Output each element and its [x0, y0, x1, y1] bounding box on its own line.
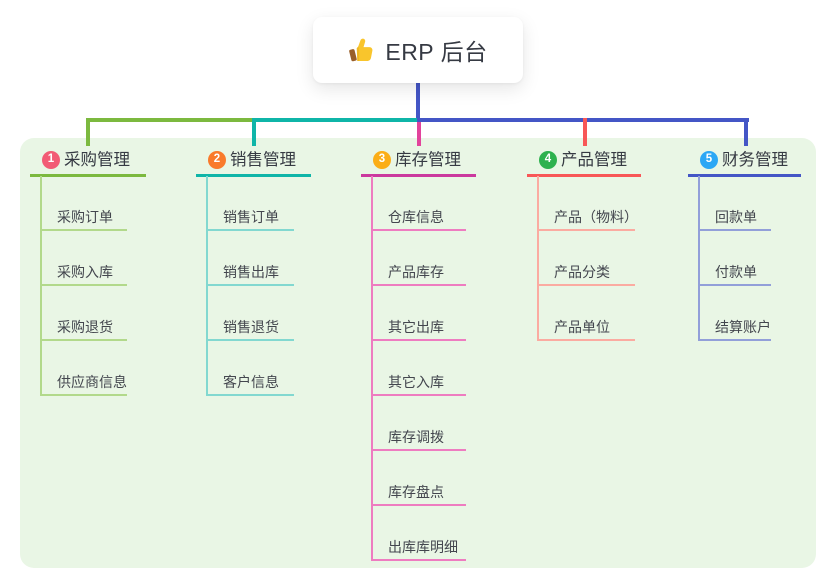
branch-badge: 1 [42, 151, 60, 169]
child-underline [371, 449, 466, 451]
child-underline [371, 284, 466, 286]
child-underline [40, 394, 127, 396]
child-node-label[interactable]: 产品（物料） [554, 209, 638, 225]
branch-underline [527, 174, 641, 177]
children-spine-line [206, 176, 208, 396]
branch-drop-line [744, 118, 748, 146]
child-node-label[interactable]: 客户信息 [223, 374, 279, 390]
branch-node-label[interactable]: 产品管理 [561, 151, 627, 169]
child-node-label[interactable]: 采购退货 [57, 319, 113, 335]
root-stem-line [416, 83, 420, 122]
branch-node-label[interactable]: 库存管理 [395, 151, 461, 169]
child-node-label[interactable]: 供应商信息 [57, 374, 127, 390]
child-node-label[interactable]: 出库库明细 [388, 539, 458, 555]
child-node-label[interactable]: 库存盘点 [388, 484, 444, 500]
children-spine-line [40, 176, 42, 396]
child-node-label[interactable]: 采购入库 [57, 264, 113, 280]
branch-underline [196, 174, 311, 177]
child-node-label[interactable]: 销售订单 [223, 209, 279, 225]
branch-badge: 5 [700, 151, 718, 169]
child-underline [40, 284, 127, 286]
child-underline [537, 229, 635, 231]
branch-node-label[interactable]: 采购管理 [64, 151, 130, 169]
branch-badge: 2 [208, 151, 226, 169]
child-underline [371, 229, 466, 231]
bus-segment-left [86, 118, 256, 122]
child-underline [698, 229, 771, 231]
child-node-label[interactable]: 其它出库 [388, 319, 444, 335]
child-underline [537, 339, 635, 341]
child-node-label[interactable]: 结算账户 [715, 319, 771, 335]
branch-node-label[interactable]: 销售管理 [230, 151, 296, 169]
child-node-label[interactable]: 销售退货 [223, 319, 279, 335]
child-underline [371, 504, 466, 506]
child-node-label[interactable]: 产品单位 [554, 319, 610, 335]
root-node[interactable]: ERP 后台 [313, 17, 523, 83]
thumbs-up-icon [348, 37, 375, 64]
child-node-label[interactable]: 采购订单 [57, 209, 113, 225]
child-underline [206, 339, 294, 341]
branches-panel [20, 138, 816, 568]
root-node-label: ERP 后台 [385, 39, 488, 65]
child-underline [371, 559, 466, 561]
child-underline [371, 339, 466, 341]
branch-drop-line [417, 122, 421, 146]
child-underline [537, 284, 635, 286]
child-underline [371, 394, 466, 396]
child-underline [698, 284, 771, 286]
child-node-label[interactable]: 产品分类 [554, 264, 610, 280]
children-spine-line [371, 176, 373, 561]
branch-drop-line [583, 118, 587, 146]
child-node-label[interactable]: 回款单 [715, 209, 757, 225]
child-node-label[interactable]: 销售出库 [223, 264, 279, 280]
children-spine-line [537, 176, 539, 341]
branch-drop-line [86, 118, 90, 146]
child-underline [40, 339, 127, 341]
child-node-label[interactable]: 库存调拨 [388, 429, 444, 445]
branch-underline [361, 174, 476, 177]
branch-underline [30, 174, 146, 177]
child-underline [40, 229, 127, 231]
child-node-label[interactable]: 付款单 [715, 264, 757, 280]
branch-drop-line [252, 118, 256, 146]
child-underline [698, 339, 771, 341]
child-node-label[interactable]: 产品库存 [388, 264, 444, 280]
child-underline [206, 394, 294, 396]
children-spine-line [698, 176, 700, 341]
child-node-label[interactable]: 其它入库 [388, 374, 444, 390]
branch-underline [688, 174, 801, 177]
child-node-label[interactable]: 仓库信息 [388, 209, 444, 225]
branch-badge: 3 [373, 151, 391, 169]
child-underline [206, 284, 294, 286]
branch-node-label[interactable]: 财务管理 [722, 151, 788, 169]
child-underline [206, 229, 294, 231]
bus-segment-center [256, 118, 417, 122]
branch-badge: 4 [539, 151, 557, 169]
